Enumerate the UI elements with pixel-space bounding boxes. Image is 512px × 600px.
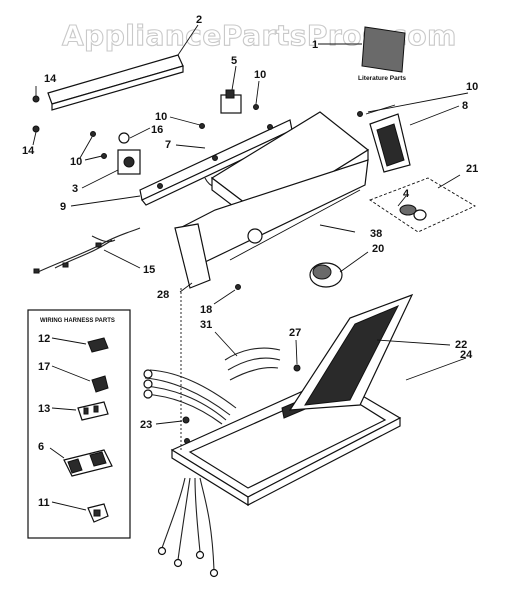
callout-1: 1: [312, 39, 318, 51]
callout-10-d: 10: [466, 81, 478, 93]
callout-4: 4: [403, 188, 410, 200]
callout-10-a: 10: [254, 69, 266, 81]
callout-15: 15: [143, 264, 155, 276]
callout-12: 12: [38, 333, 50, 345]
callout-23: 23: [140, 419, 152, 431]
callout-13: 13: [38, 403, 50, 415]
back-panel[interactable]: [47, 24, 199, 111]
harness-part-12[interactable]: [51, 337, 109, 353]
callout-18: 18: [200, 304, 212, 316]
callout-10-b: 10: [155, 111, 167, 123]
callout-2: 2: [196, 14, 202, 26]
end-cap[interactable]: [174, 223, 211, 293]
callout-8: 8: [462, 100, 468, 112]
callout-7: 7: [165, 139, 171, 151]
end-bracket[interactable]: [357, 104, 460, 173]
callout-22: 22: [455, 339, 467, 351]
kit-21[interactable]: [369, 174, 476, 233]
callout-14-bottom: 14: [22, 145, 35, 157]
callout-6: 6: [38, 441, 44, 453]
callout-20: 20: [372, 243, 384, 255]
terminal-block[interactable]: [220, 65, 242, 114]
control-knob[interactable]: [309, 251, 369, 288]
harness-part-13[interactable]: [51, 401, 109, 421]
callout-5: 5: [231, 55, 237, 67]
callout-21: 21: [466, 163, 478, 175]
wiring-harness-15[interactable]: [33, 227, 141, 274]
callout-14-top: 14: [44, 73, 57, 85]
wiring-harness-31[interactable]: [143, 331, 281, 425]
callout-28: 28: [157, 289, 169, 301]
callout-9: 9: [60, 201, 66, 213]
panel-screws[interactable]: [32, 86, 40, 146]
callout-11: 11: [38, 497, 50, 509]
callout-38: 38: [370, 228, 382, 240]
callout-10-c: 10: [70, 156, 82, 168]
callout-24: 24: [460, 349, 473, 361]
callout-16: 16: [151, 124, 163, 136]
screw-23[interactable]: [182, 416, 190, 424]
lid-22[interactable]: [288, 293, 451, 411]
wiring-harness-parts-box: WIRING HARNESS PARTS: [27, 309, 131, 539]
screw-27[interactable]: [293, 364, 301, 372]
top-panel[interactable]: [170, 357, 467, 507]
lower-wiring: [157, 477, 219, 578]
literature-parts[interactable]: Literature Parts: [318, 26, 406, 82]
harness-part-6[interactable]: [49, 447, 113, 477]
harness-part-11[interactable]: [51, 501, 109, 523]
screw-18[interactable]: [235, 284, 241, 290]
switch-assembly[interactable]: [81, 127, 151, 189]
callout-17: 17: [38, 361, 50, 373]
callout-31: 31: [200, 319, 212, 331]
callout-27: 27: [289, 327, 301, 339]
literature-label: Literature Parts: [358, 75, 406, 82]
wiring-box-title: WIRING HARNESS PARTS: [40, 318, 115, 324]
callout-3: 3: [72, 183, 78, 195]
harness-part-17[interactable]: [51, 365, 109, 393]
